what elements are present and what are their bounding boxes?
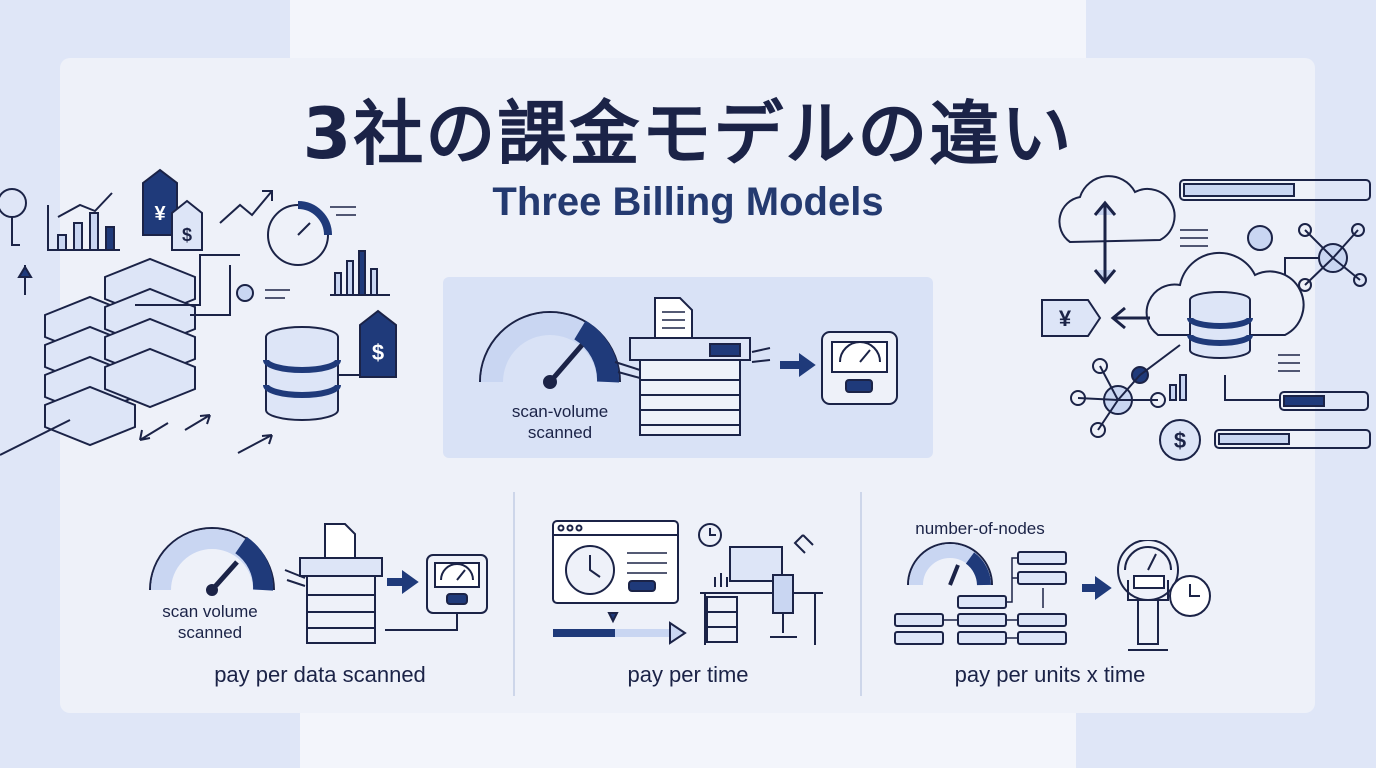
left-infrastructure-illustration: ¥ $ $ <box>0 168 397 456</box>
yen-tag-text-right: ¥ <box>1059 306 1072 331</box>
page-subtitle: Three Billing Models <box>492 180 884 224</box>
page-title: 3社の課金モデルの違い <box>302 93 1074 175</box>
background-block-top <box>290 0 1086 60</box>
column1-gauge-label-line1: scan volume <box>162 602 258 621</box>
column1-caption: pay per data scanned <box>214 662 426 687</box>
center-gauge-label-line2: scanned <box>527 423 593 442</box>
center-gauge-label-line1: scan-volume <box>511 402 609 421</box>
column1-gauge-label-line2: scanned <box>177 623 243 642</box>
background-block-bottom <box>300 712 1076 768</box>
column2-time-illustration <box>552 520 823 645</box>
column3-top-label: number-of-nodes <box>915 519 1045 538</box>
center-gauge-label: scan-volume scanned <box>480 401 640 443</box>
column2-caption: pay per time <box>627 662 749 687</box>
dollar-tag-text-left-2: $ <box>372 340 384 365</box>
column1-scan-illustration <box>149 523 488 644</box>
column-divider-1 <box>513 492 515 696</box>
right-cloud-network-illustration: ¥ $ <box>1041 175 1371 461</box>
dollar-coin-text-right: $ <box>1174 428 1186 453</box>
center-scan-illustration <box>479 297 898 436</box>
column3-caption: pay per units x time <box>954 662 1146 687</box>
column1-gauge-label: scan volume scanned <box>140 601 280 643</box>
column3-nodes-illustration <box>894 540 1211 651</box>
dollar-tag-text-left: $ <box>182 225 192 245</box>
column-divider-2 <box>860 492 862 696</box>
yen-tag-text-left: ¥ <box>154 203 166 225</box>
